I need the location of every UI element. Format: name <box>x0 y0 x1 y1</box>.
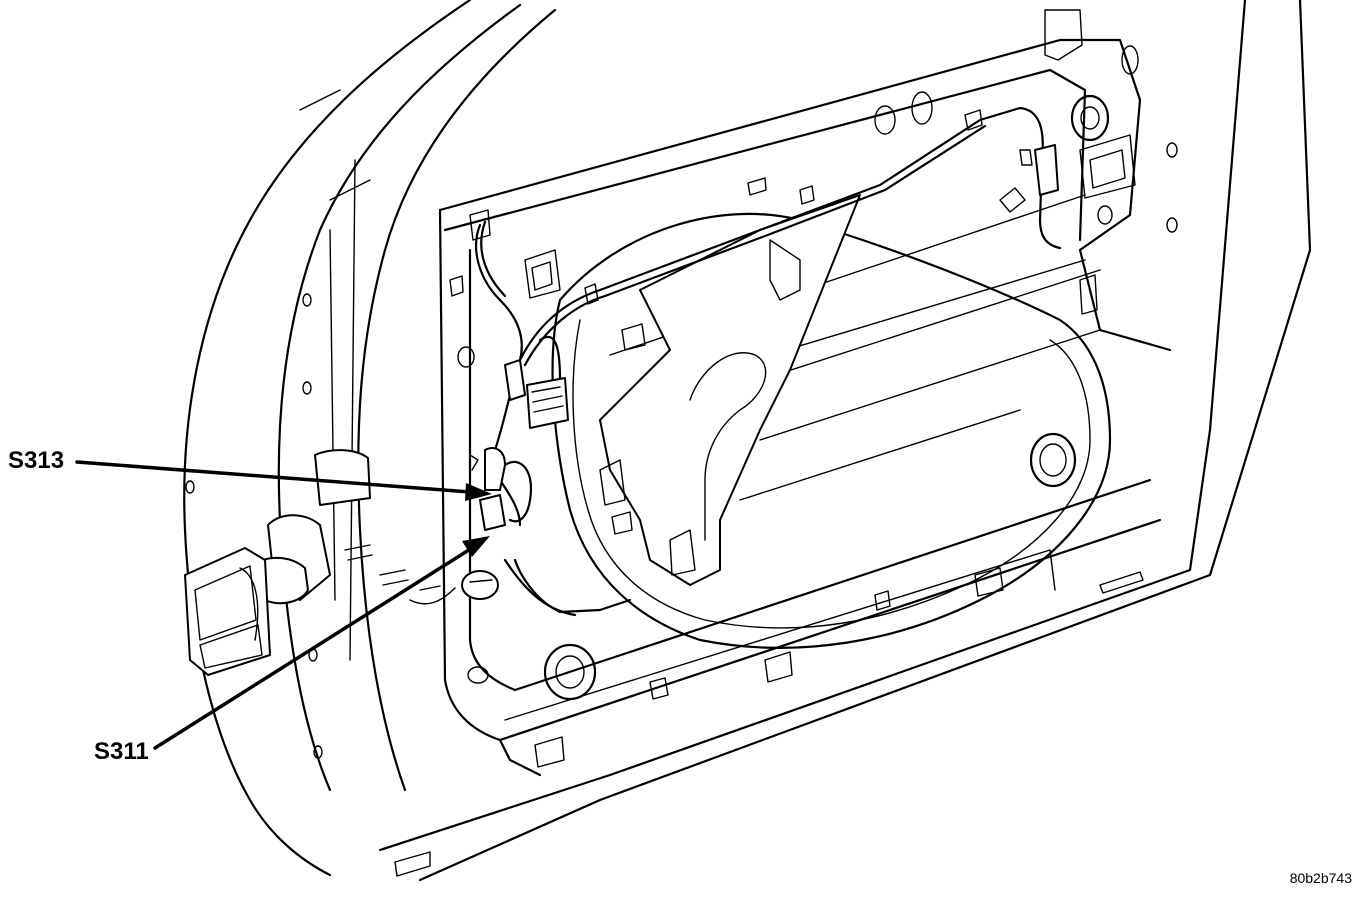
hinge-bracket-icon <box>314 449 456 605</box>
panel-clips-icon <box>449 9 1178 768</box>
callout-s313: S313 <box>8 447 65 474</box>
electrical-connector-icon <box>504 144 1059 429</box>
window-opening-icon <box>438 38 1172 777</box>
leader-s313 <box>75 460 492 501</box>
door-grommet-icon <box>184 514 331 676</box>
callout-s311: S311 <box>94 738 149 765</box>
splice-s313-icon <box>469 447 533 523</box>
splice-s311-icon <box>461 494 506 600</box>
figure-id: 80b2b743 <box>1289 870 1352 886</box>
leader-s311 <box>153 536 490 750</box>
speaker-mount-icon <box>543 94 1110 701</box>
regulator-plate-icon <box>599 194 861 586</box>
